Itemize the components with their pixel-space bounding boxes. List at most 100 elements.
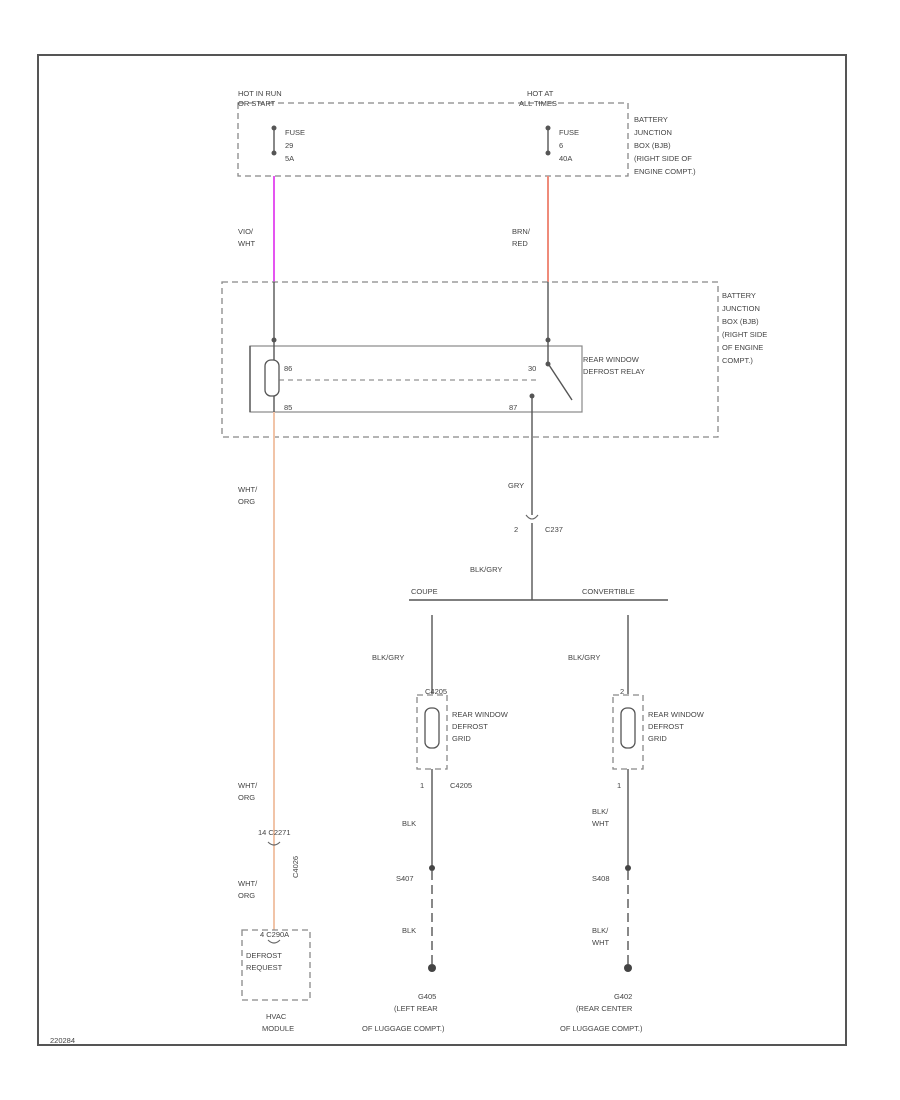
splice-s407-label: S407 [396, 874, 414, 883]
right-grid-label-line3: GRID [648, 734, 667, 743]
relay-pin-30-dot [545, 337, 551, 343]
ground-g405-line1: (LEFT REAR [394, 1004, 438, 1013]
fuse-6-label-line3: 40A [559, 154, 572, 163]
hvac-module-name-line1: HVAC [266, 1012, 287, 1021]
connector-c290a-symbol [267, 939, 281, 944]
relay-box-outline [221, 281, 719, 438]
fuse-box-note-line2: JUNCTION [634, 128, 672, 137]
right-grid-outline [612, 694, 644, 770]
right-grid-pin-top: 2 [620, 687, 624, 696]
right-grid-label-line1: REAR WINDOW [648, 710, 705, 719]
relay-pin-87-label: 87 [509, 403, 517, 412]
connector-c4026-label: C4026 [291, 856, 300, 878]
blk-wht-right1-label-line1: BLK/ [592, 807, 609, 816]
relay-box-note-line3: BOX (BJB) [722, 317, 759, 326]
vio-wht-label-line1: VIO/ [238, 227, 254, 236]
connector-c4205-bottom-label: C4205 [450, 781, 472, 790]
left-grid-heater [424, 707, 440, 749]
relay-box-note-line2: JUNCTION [722, 304, 760, 313]
connector-c2271-label: 14 C2271 [258, 828, 291, 837]
brn-red-label-line1: BRN/ [512, 227, 531, 236]
fuse-6-label-line1: FUSE [559, 128, 579, 137]
fuse-6-terminal-bottom [545, 150, 551, 156]
connector-c237-pin: 2 [514, 525, 518, 534]
connector-c2271-symbol [267, 841, 281, 846]
fuse-box-note-line4: (RIGHT SIDE OF [634, 154, 692, 163]
fuse-box-note-line5: ENGINE COMPT.) [634, 167, 696, 176]
wht-org-lower2-label-line1: WHT/ [238, 879, 258, 888]
blk-gry-left-label: BLK/GRY [372, 653, 404, 662]
ground-g402-line1: (REAR CENTER [576, 1004, 633, 1013]
splice-s407-dot [429, 865, 435, 871]
wht-org-upper-label-line1: WHT/ [238, 485, 258, 494]
relay-box-note-line1: BATTERY [722, 291, 756, 300]
blk-wht-right1-label-line2: WHT [592, 819, 609, 828]
connector-c237-name: C237 [545, 525, 563, 534]
ground-g405-dot [428, 964, 436, 972]
connector-c4205-top-label: C4205 [425, 687, 447, 696]
wht-org-lower1-label-line2: ORG [238, 793, 255, 802]
fuse-6-label-line2: 6 [559, 141, 563, 150]
connector-c4205-pin: 1 [420, 781, 424, 790]
relay-label-line2: DEFROST RELAY [583, 367, 645, 376]
connector-c290a-label: 4 C290A [260, 930, 289, 939]
relay-box-note-line5: OF ENGINE [722, 343, 763, 352]
fuse-29-label-line1: FUSE [285, 128, 305, 137]
fuse-left-header-line2: OR START [238, 99, 276, 108]
connector-c237-symbol [525, 514, 539, 520]
left-grid-label-line1: REAR WINDOW [452, 710, 509, 719]
relay-label-line1: REAR WINDOW [583, 355, 640, 364]
relay-switch-contact [548, 364, 573, 401]
ground-g402-id: G402 [614, 992, 632, 1001]
relay-coil [264, 359, 280, 397]
splice-s408-label: S408 [592, 874, 610, 883]
fuse-right-header-line2: ALL TIMES [519, 99, 557, 108]
brn-red-label-line2: RED [512, 239, 528, 248]
right-grid-pin-bottom: 1 [617, 781, 621, 790]
fuse-box-outline [237, 102, 629, 177]
relay-pin-85-label: 85 [284, 403, 292, 412]
ground-g405-id: G405 [418, 992, 436, 1001]
vio-wht-label-line2: WHT [238, 239, 255, 248]
fuse-29-label-line3: 5A [285, 154, 294, 163]
hvac-label-line2: REQUEST [246, 963, 283, 972]
hvac-module-name-line2: MODULE [262, 1024, 294, 1033]
blk-left-label1: BLK [402, 819, 416, 828]
branch-convertible-label: CONVERTIBLE [582, 587, 635, 596]
relay-box-note-line6: COMPT.) [722, 356, 753, 365]
relay-box-note-line4: (RIGHT SIDE [722, 330, 767, 339]
blk-gry-main-label: BLK/GRY [470, 565, 502, 574]
wht-org-lower2-label-line2: ORG [238, 891, 255, 900]
ground-g405-line2: OF LUGGAGE COMPT.) [362, 1024, 445, 1033]
relay-switch-contact-87 [529, 393, 535, 399]
ground-g402-dot [624, 964, 632, 972]
left-grid-label-line3: GRID [452, 734, 471, 743]
relay-pin-86-label: 86 [284, 364, 292, 373]
left-grid-label-line2: DEFROST [452, 722, 488, 731]
blk-left-label2: BLK [402, 926, 416, 935]
fuse-box-note-line3: BOX (BJB) [634, 141, 671, 150]
fuse-left-header-line1: HOT IN RUN [238, 89, 282, 98]
relay-pin-86-dot [271, 337, 277, 343]
right-grid-label-line2: DEFROST [648, 722, 684, 731]
right-grid-heater [620, 707, 636, 749]
hvac-label-line1: DEFROST [246, 951, 282, 960]
blk-wht-right2-label-line1: BLK/ [592, 926, 609, 935]
ground-g402-line2: OF LUGGAGE COMPT.) [560, 1024, 643, 1033]
fuse-right-header-line1: HOT AT [527, 89, 554, 98]
figure-code: 220284 [50, 1036, 75, 1045]
diagram-frame [37, 54, 847, 1046]
blk-wht-right2-label-line2: WHT [592, 938, 609, 947]
left-grid-outline [416, 694, 448, 770]
branch-coupe-label: COUPE [411, 587, 438, 596]
blk-gry-right-label: BLK/GRY [568, 653, 600, 662]
wht-org-upper-label-line2: ORG [238, 497, 255, 506]
relay-pin-30-label: 30 [528, 364, 536, 373]
fuse-29-terminal-bottom [271, 150, 277, 156]
gry-label: GRY [508, 481, 524, 490]
wht-org-lower1-label-line1: WHT/ [238, 781, 258, 790]
fuse-box-note-line1: BATTERY [634, 115, 668, 124]
hvac-module-outline [241, 929, 311, 1001]
splice-s408-dot [625, 865, 631, 871]
